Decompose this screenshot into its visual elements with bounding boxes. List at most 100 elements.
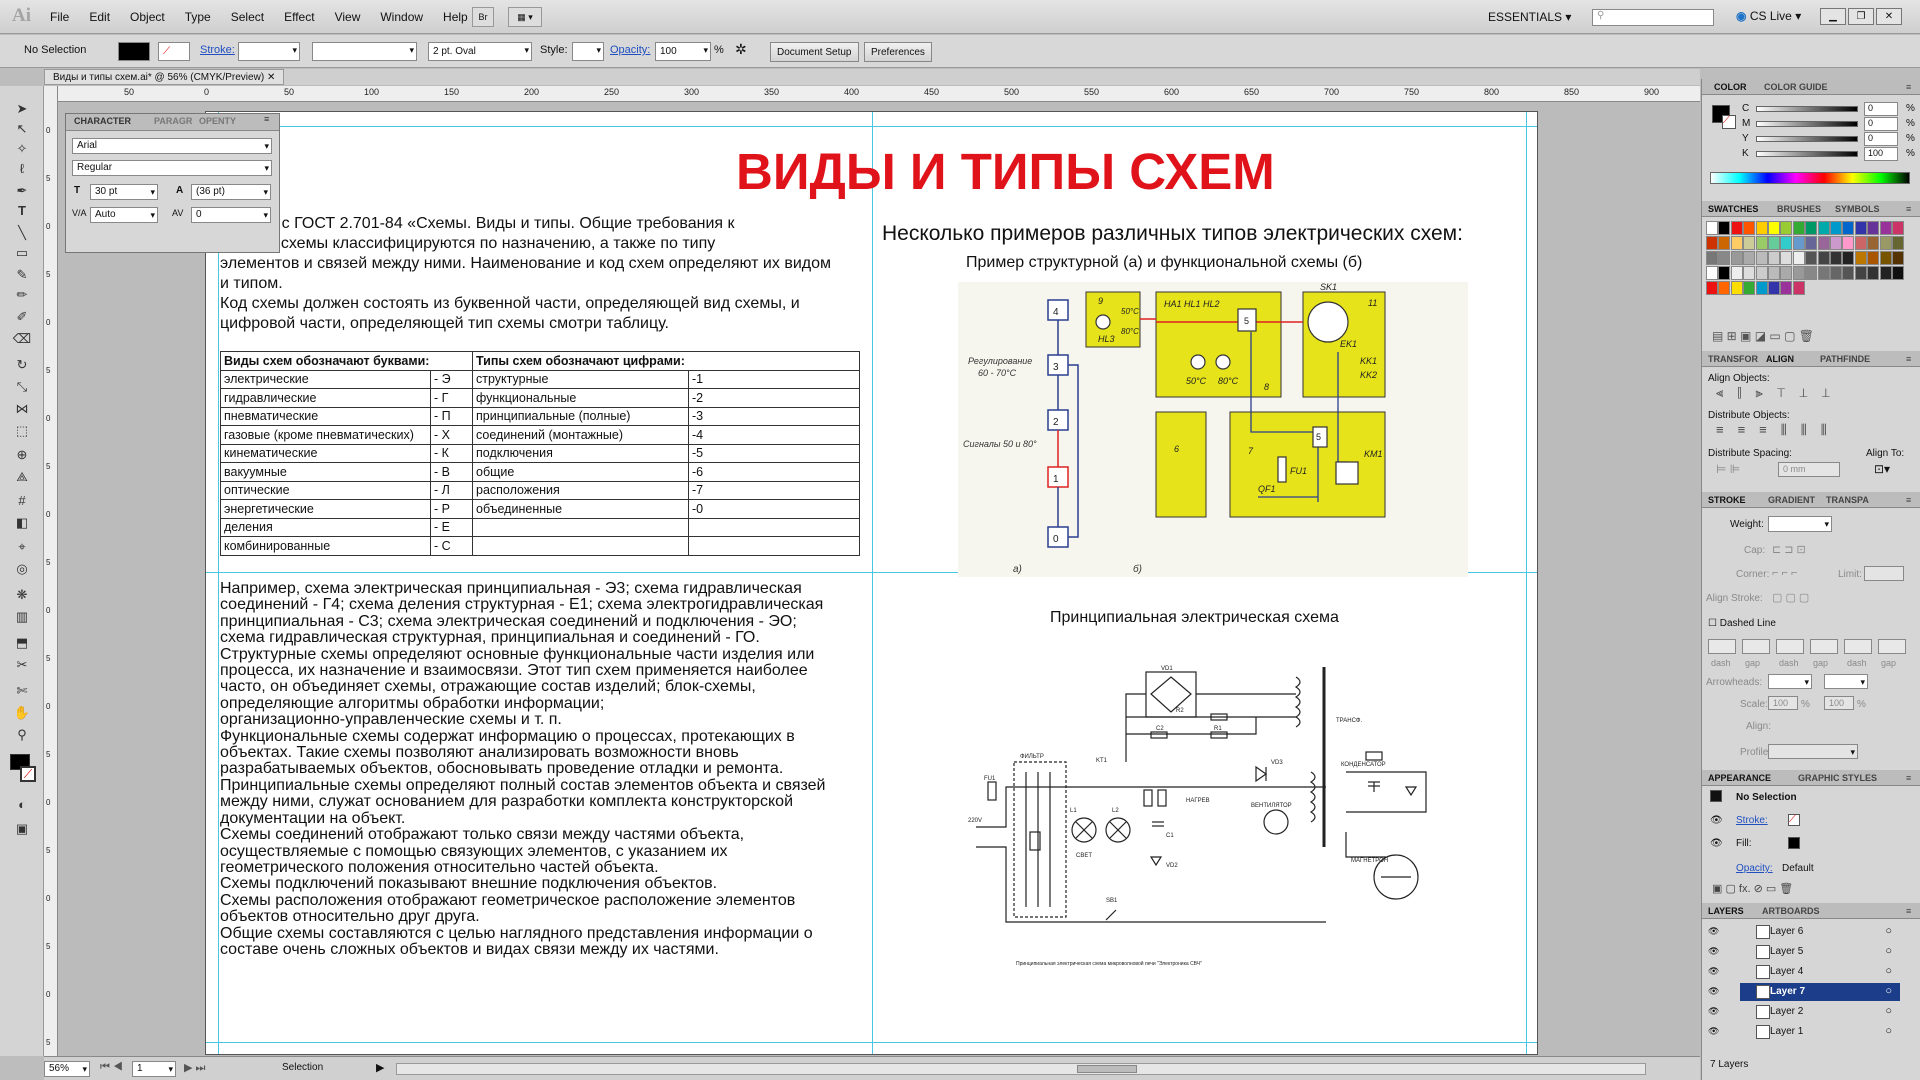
color-swatch[interactable] — [1768, 281, 1780, 295]
artboard-select[interactable]: 1 — [132, 1061, 176, 1077]
color-swatch[interactable] — [1792, 281, 1805, 295]
tab-pathfinder[interactable]: PATHFINDE — [1820, 354, 1871, 364]
opacity-label[interactable]: Opacity: — [610, 44, 651, 56]
arrowhead-start-select[interactable] — [1768, 674, 1812, 689]
lasso-tool-icon[interactable]: ℓ — [19, 161, 25, 176]
color-swatch[interactable] — [1730, 236, 1743, 250]
artboard-nav-prev-icon[interactable]: ⏮ ◀ — [100, 1061, 123, 1073]
channel-value-field[interactable]: 0 — [1864, 102, 1898, 116]
body-text[interactable]: Например, схема электрическая принципиал… — [220, 580, 870, 958]
examples-heading[interactable]: Несколько примеров различных типов элект… — [882, 222, 1463, 245]
tab-stroke[interactable]: STROKE — [1708, 495, 1746, 505]
distribute-buttons-icon[interactable]: ≡≡≡⫼⫼⫼ — [1716, 422, 1841, 437]
blend-tool-icon[interactable]: ◎ — [16, 561, 28, 576]
color-swatch[interactable] — [1730, 266, 1743, 280]
color-swatch[interactable] — [1743, 221, 1756, 235]
color-swatch[interactable] — [1830, 251, 1842, 265]
color-swatch[interactable] — [1706, 251, 1718, 265]
color-swatch[interactable] — [1854, 266, 1867, 280]
gap-field[interactable] — [1742, 639, 1770, 654]
corner-buttons-icon[interactable]: ⌐ ⌐ ⌐ — [1772, 567, 1798, 579]
panel-menu-icon[interactable]: ≡ — [1906, 906, 1912, 916]
color-swatch[interactable] — [1879, 236, 1892, 250]
scale-start-field[interactable]: 100 — [1768, 696, 1798, 710]
dash-field[interactable] — [1776, 639, 1804, 654]
structural-functional-diagram[interactable]: 4 3 2 1 0 Регулирование 60 - 70°C Сигнал… — [958, 282, 1468, 577]
tab-artboards[interactable]: ARTBOARDS — [1762, 906, 1820, 916]
color-swatch[interactable] — [1780, 221, 1793, 235]
dash-field[interactable] — [1844, 639, 1872, 654]
canvas-area[interactable]: ВИДЫ И ТИПЫ СХЕМ етствии с ГОСТ 2.701-84… — [59, 103, 1700, 1056]
tab-appearance[interactable]: APPEARANCE — [1708, 773, 1772, 783]
color-swatch[interactable] — [1743, 251, 1756, 265]
color-swatch[interactable] — [1867, 266, 1880, 280]
mesh-tool-icon[interactable]: # — [18, 493, 26, 508]
eye-icon[interactable]: 👁 — [1710, 815, 1723, 826]
tab-layers[interactable]: LAYERS — [1708, 906, 1744, 916]
color-swatch[interactable] — [1780, 251, 1793, 265]
blob-brush-tool-icon[interactable]: ✐ — [16, 309, 28, 324]
color-swatch[interactable] — [1755, 221, 1768, 235]
color-swatch[interactable] — [1780, 236, 1793, 250]
eraser-knife-tool-icon[interactable]: ✄ — [16, 683, 28, 698]
search-input[interactable]: ⚲ — [1592, 9, 1714, 26]
preferences-button[interactable]: Preferences — [864, 42, 932, 62]
appearance-stroke-swatch[interactable]: ⟋ — [1788, 814, 1800, 826]
layer-visibility-icon[interactable]: 👁 — [1708, 966, 1720, 976]
character-panel[interactable]: CHARACTER PARAGR OPENTY ≡ Arial Regular … — [65, 113, 280, 253]
menu-window[interactable]: Window — [380, 10, 424, 24]
tab-opentype[interactable]: OPENTY — [199, 116, 237, 126]
recolor-icon[interactable]: ✲ — [735, 41, 747, 57]
channel-value-field[interactable]: 0 — [1864, 132, 1898, 146]
color-swatch[interactable] — [1892, 266, 1904, 280]
slice-tool-icon[interactable]: ✂ — [16, 657, 28, 672]
struct-caption[interactable]: Пример структурной (а) и функциональной … — [966, 254, 1363, 271]
pencil-tool-icon[interactable]: ✏ — [16, 287, 28, 302]
channel-slider[interactable] — [1756, 136, 1858, 142]
variable-width-profile[interactable] — [312, 42, 417, 61]
color-swatch[interactable] — [1892, 236, 1904, 250]
color-swatch[interactable] — [1879, 266, 1892, 280]
color-swatch[interactable] — [1792, 236, 1805, 250]
close-tab-icon[interactable]: ✕ — [266, 72, 276, 83]
color-swatch[interactable] — [1768, 221, 1780, 235]
layer-visibility-icon[interactable]: 👁 — [1708, 1026, 1720, 1036]
perspective-grid-tool-icon[interactable]: ⟁ — [16, 469, 28, 484]
color-swatch[interactable] — [1743, 266, 1756, 280]
width-tool-icon[interactable]: ⋈ — [15, 401, 29, 416]
workspace-switcher[interactable]: ESSENTIALS ▾ — [1488, 10, 1572, 24]
magic-wand-tool-icon[interactable]: ✧ — [16, 141, 28, 156]
menu-type[interactable]: Type — [184, 10, 211, 24]
channel-slider[interactable] — [1756, 121, 1858, 127]
color-swatch[interactable] — [1718, 251, 1731, 265]
color-swatch[interactable] — [1718, 266, 1731, 280]
color-swatch[interactable] — [1755, 281, 1768, 295]
color-swatch[interactable] — [1706, 281, 1718, 295]
panel-menu-icon[interactable]: ≡ — [1906, 495, 1912, 505]
stroke-weight-field[interactable] — [1768, 516, 1832, 532]
tab-character[interactable]: CHARACTER — [74, 116, 131, 126]
fill-color-swatch[interactable] — [118, 42, 150, 61]
layer-target-icon[interactable]: ○ — [1885, 1025, 1892, 1037]
channel-slider[interactable] — [1756, 151, 1858, 157]
color-swatch[interactable] — [1805, 251, 1818, 265]
artboard[interactable]: ВИДЫ И ТИПЫ СХЕМ етствии с ГОСТ 2.701-84… — [205, 111, 1538, 1055]
rotate-tool-icon[interactable]: ↻ — [16, 357, 28, 372]
color-swatch[interactable] — [1805, 221, 1818, 235]
paintbrush-tool-icon[interactable]: ✎ — [16, 267, 28, 282]
align-to-icon[interactable]: ⊡▾ — [1874, 462, 1891, 476]
color-swatch[interactable] — [1706, 236, 1718, 250]
layer-row[interactable]: Layer 6○ — [1740, 923, 1900, 941]
stroke-weight-field[interactable] — [238, 42, 300, 61]
color-swatch[interactable] — [1730, 221, 1743, 235]
opacity-field[interactable]: 100 — [655, 42, 711, 61]
tab-brushes[interactable]: BRUSHES — [1777, 204, 1822, 214]
color-swatch[interactable] — [1780, 281, 1793, 295]
color-swatch[interactable] — [1854, 251, 1867, 265]
intro-text[interactable]: етствии с ГОСТ 2.701-84 «Схемы. Виды и т… — [220, 214, 870, 334]
color-swatch[interactable] — [1817, 221, 1830, 235]
menu-file[interactable]: File — [50, 10, 70, 24]
color-swatch[interactable] — [1743, 236, 1756, 250]
font-style-select[interactable]: Regular — [72, 160, 272, 176]
tab-transparency[interactable]: TRANSPA — [1826, 495, 1869, 505]
